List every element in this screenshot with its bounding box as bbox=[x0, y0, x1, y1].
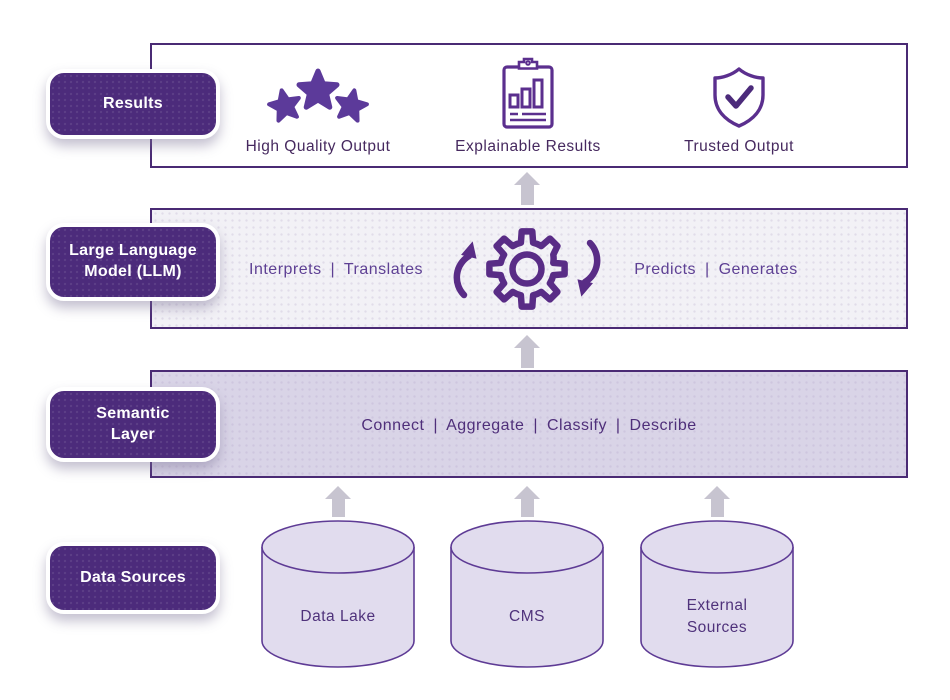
arrow-head bbox=[514, 486, 540, 499]
cylinder-label: CMS bbox=[509, 607, 545, 625]
arrow-head bbox=[514, 172, 540, 185]
cylinder-cms: CMS bbox=[449, 519, 605, 671]
arrow-shaft bbox=[331, 499, 345, 517]
arrow-head bbox=[514, 335, 540, 348]
up-arrow bbox=[325, 486, 351, 517]
semantic-layer-box bbox=[150, 370, 908, 478]
arrow-shaft bbox=[710, 499, 724, 517]
arrow-shaft bbox=[520, 185, 534, 205]
result-caption: High Quality Output bbox=[245, 138, 391, 155]
result-caption: Trusted Output bbox=[684, 138, 794, 155]
cylinder-label: Data Lake bbox=[300, 607, 376, 625]
arrow-shaft bbox=[520, 348, 534, 368]
result-item-high-quality: High Quality Output bbox=[208, 55, 428, 156]
arrow-shaft bbox=[520, 499, 534, 517]
cylinder-data-lake: Data Lake bbox=[260, 519, 416, 671]
results-layer-label: Results bbox=[46, 69, 220, 139]
data-sources-layer-label: Data Sources bbox=[46, 542, 220, 614]
llm-layer-label: Large Language Model (LLM) bbox=[46, 223, 220, 301]
result-item-explainable: Explainable Results bbox=[418, 55, 638, 156]
llm-right-text: Predicts | Generates bbox=[634, 261, 798, 278]
report-clipboard-icon bbox=[496, 55, 560, 131]
up-arrow bbox=[704, 486, 730, 517]
shield-check-icon bbox=[710, 55, 768, 131]
arrow-head bbox=[704, 486, 730, 499]
result-caption: Explainable Results bbox=[455, 138, 601, 155]
semantic-layer-label: Semantic Layer bbox=[46, 387, 220, 462]
up-arrow bbox=[514, 172, 540, 205]
up-arrow bbox=[514, 486, 540, 517]
three-stars-icon bbox=[259, 55, 377, 131]
cylinder-external-sources: External Sources bbox=[639, 519, 795, 671]
semantic-text: Connect | Aggregate | Classify | Describ… bbox=[361, 417, 697, 434]
arrow-head bbox=[325, 486, 351, 499]
result-item-trusted: Trusted Output bbox=[629, 55, 849, 156]
llm-left-text: Interprets | Translates bbox=[249, 261, 423, 278]
gear-sync-icon bbox=[432, 219, 622, 324]
up-arrow bbox=[514, 335, 540, 368]
cylinder-label: External Sources bbox=[686, 596, 748, 636]
